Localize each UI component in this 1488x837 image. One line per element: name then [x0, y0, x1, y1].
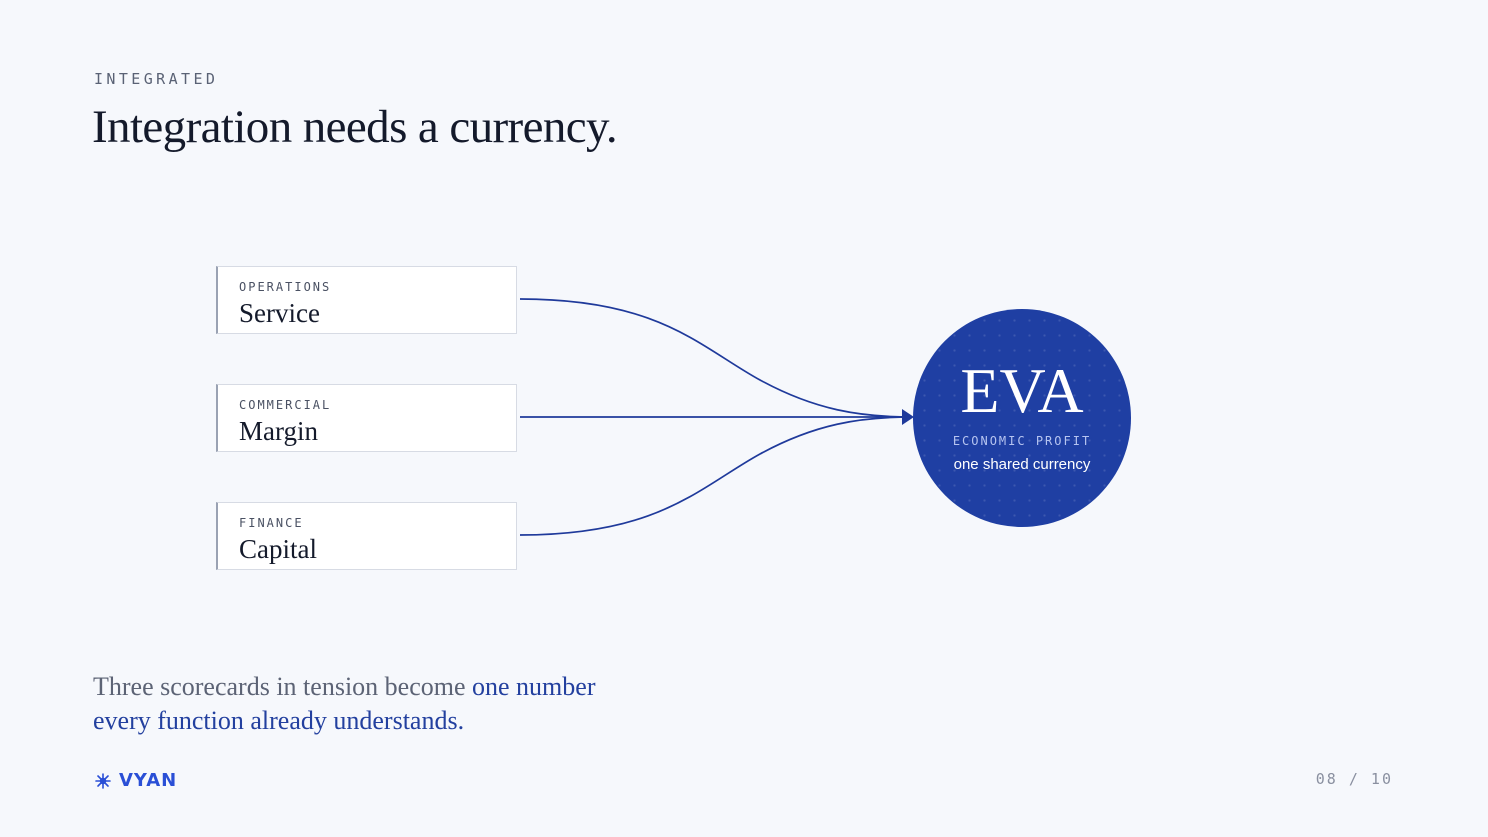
card-label: Capital: [239, 534, 317, 564]
slide-caption: Three scorecards in tension become one n…: [93, 670, 613, 738]
card-kicker: COMMERCIAL: [239, 398, 332, 412]
page-indicator: 08 / 10: [1315, 770, 1393, 788]
connector-service-to-eva: [519, 298, 913, 418]
starburst-icon: [94, 772, 112, 790]
brand-logo: VYAN: [94, 770, 177, 791]
connector-capital-to-eva: [519, 416, 913, 536]
card-operations: OPERATIONS Service: [216, 266, 517, 334]
caption-text: Three scorecards in tension become: [93, 672, 473, 701]
brand-name: VYAN: [119, 770, 178, 791]
eva-title: EVA: [960, 355, 1084, 426]
eva-circle: EVA ECONOMIC PROFIT one shared currency: [913, 309, 1131, 527]
card-kicker: OPERATIONS: [239, 280, 332, 294]
slide-title: Integration needs a currency.: [92, 101, 618, 153]
eva-kicker: ECONOMIC PROFIT: [952, 434, 1092, 448]
eva-subtitle: one shared currency: [953, 456, 1091, 473]
section-eyebrow: INTEGRATED: [94, 70, 219, 88]
card-finance: FINANCE Capital: [216, 502, 517, 570]
card-kicker: FINANCE: [239, 516, 304, 530]
card-label: Margin: [239, 416, 318, 446]
caption-accent: one number every function already unders…: [93, 672, 596, 735]
card-commercial: COMMERCIAL Margin: [216, 384, 517, 452]
arrowhead-icon: [902, 409, 914, 425]
card-label: Service: [239, 298, 320, 328]
